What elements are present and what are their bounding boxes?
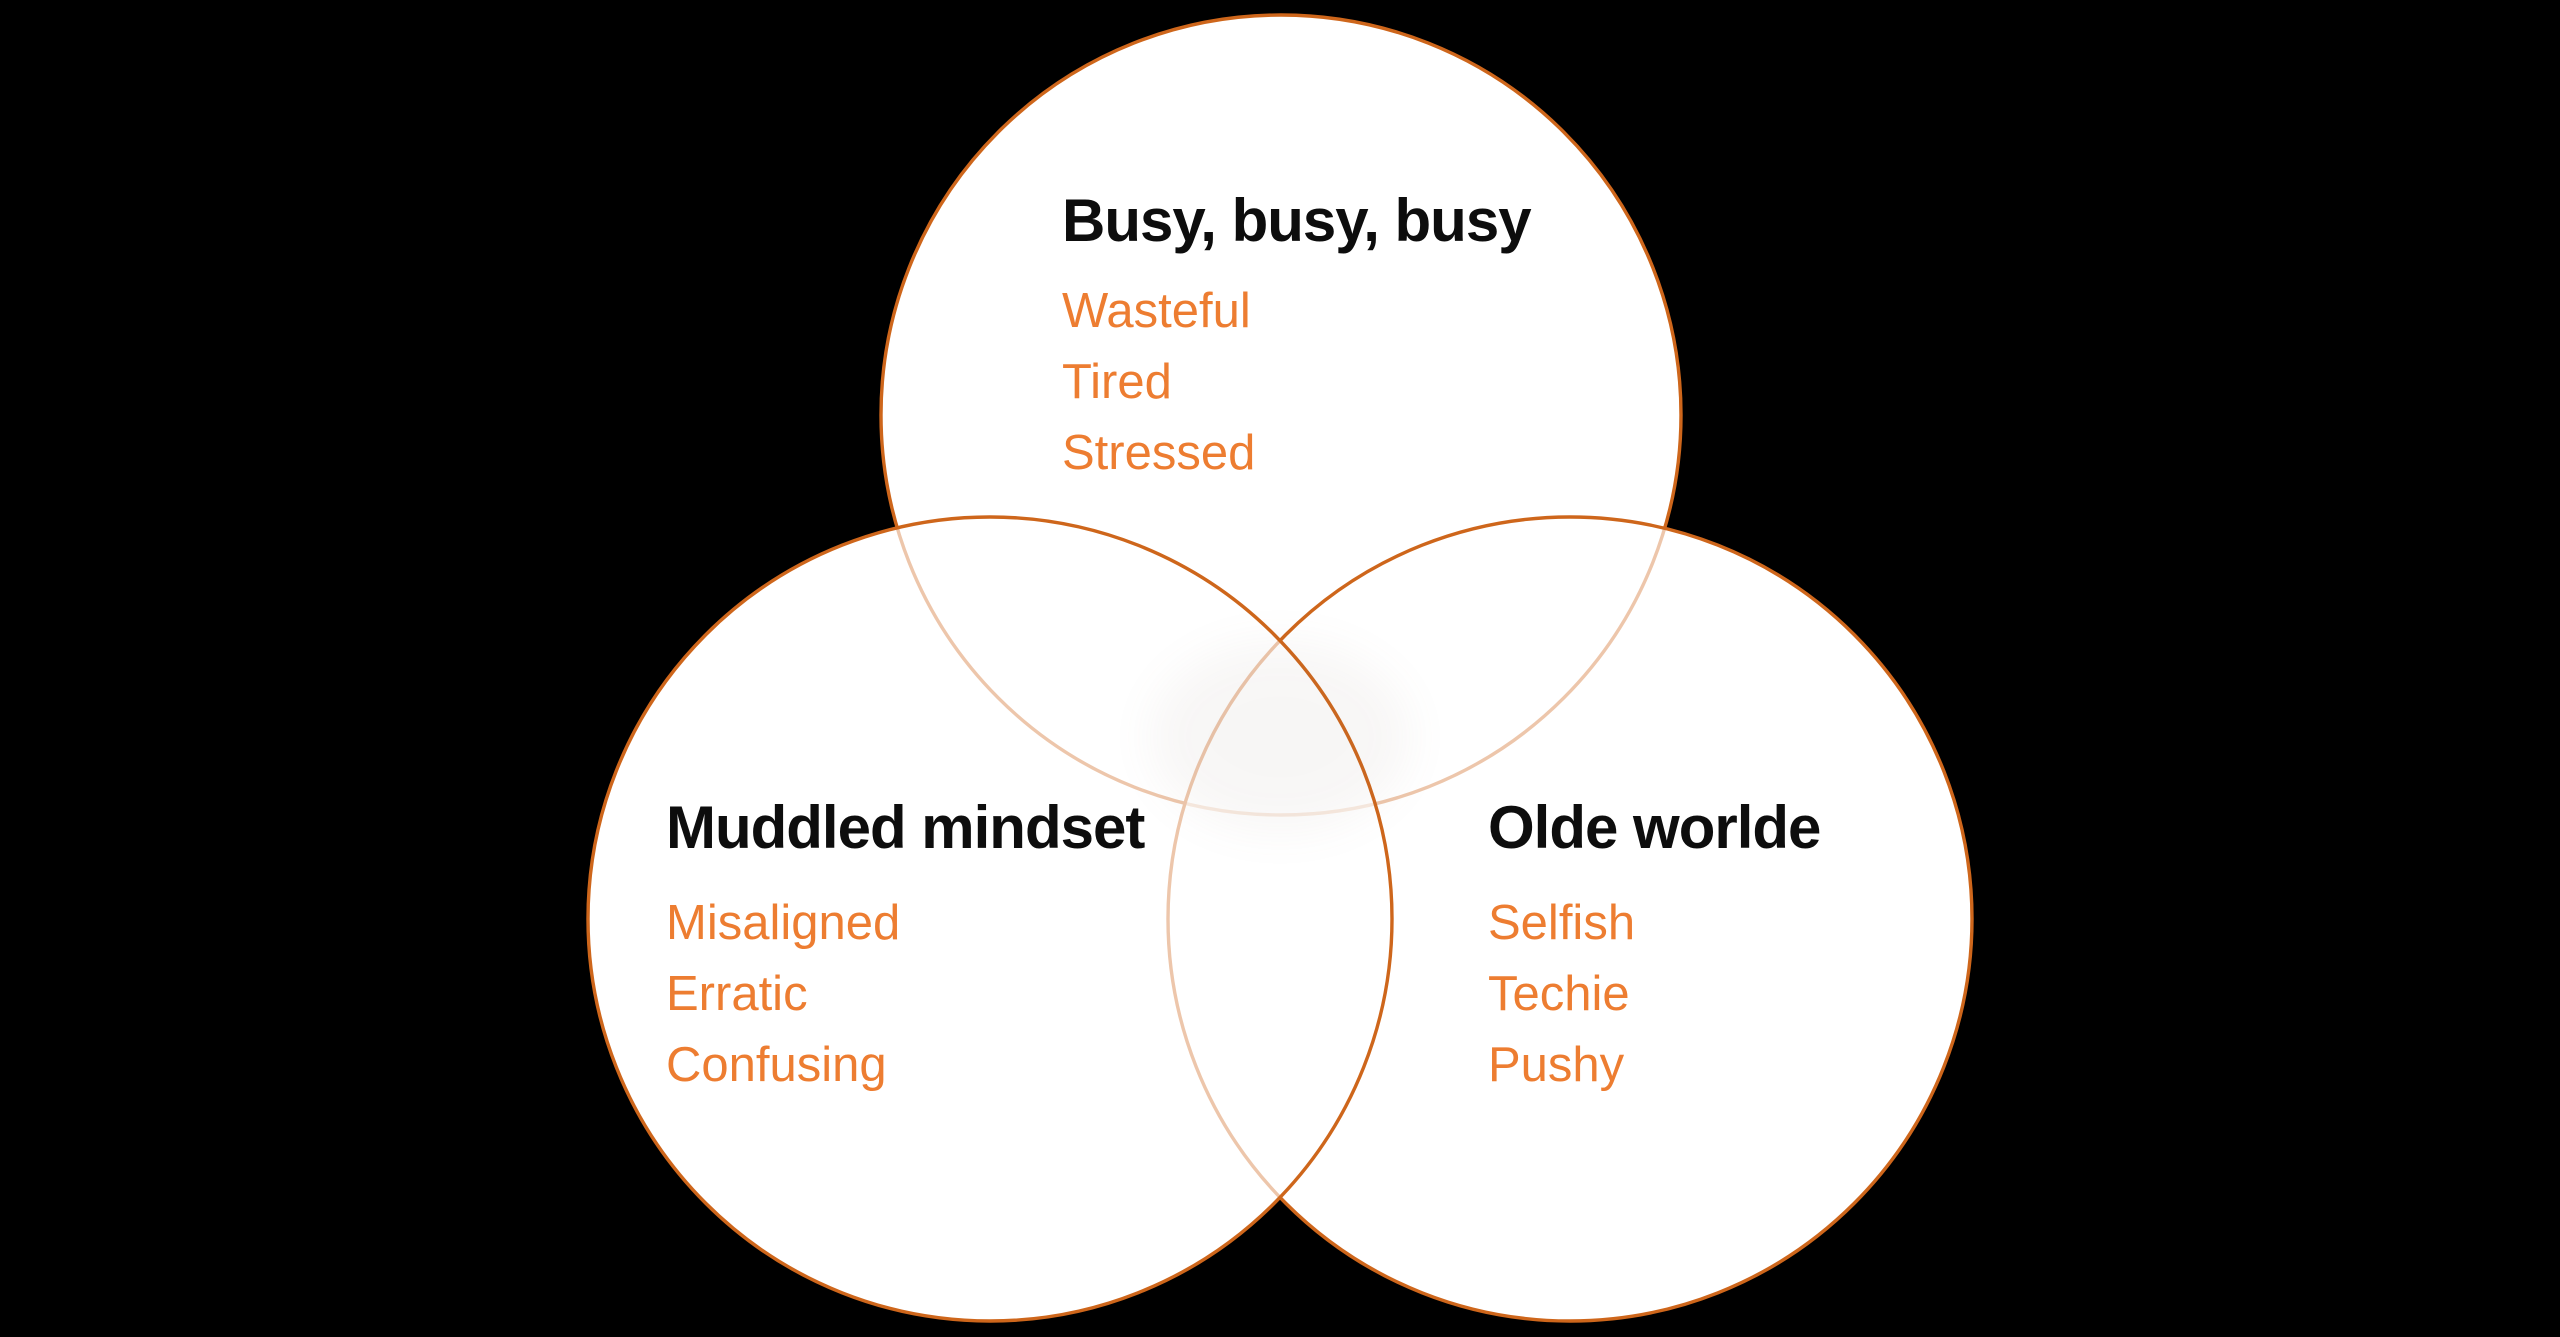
list-item: Misaligned [666,896,901,950]
bottom-right-circle-title: Olde worlde [1488,794,1821,861]
bottom-left-circle-title: Muddled mindset [666,794,1145,861]
list-item: Techie [1488,967,1630,1021]
list-item: Tired [1062,355,1172,409]
list-item: Confusing [666,1038,887,1092]
top-circle-title: Busy, busy, busy [1062,187,1532,254]
top-circle-items: Wasteful Tired Stressed [1062,276,1255,489]
bottom-right-circle-items: Selfish Techie Pushy [1488,888,1635,1101]
bottom-left-circle-outline [586,515,1394,1323]
list-item: Erratic [666,967,808,1021]
list-item: Selfish [1488,896,1636,950]
list-item: Pushy [1488,1038,1625,1092]
bottom-left-circle-items: Misaligned Erratic Confusing [666,888,900,1101]
list-item: Wasteful [1062,284,1251,338]
center-overlap-tint [1150,642,1410,832]
list-item: Stressed [1062,426,1256,480]
